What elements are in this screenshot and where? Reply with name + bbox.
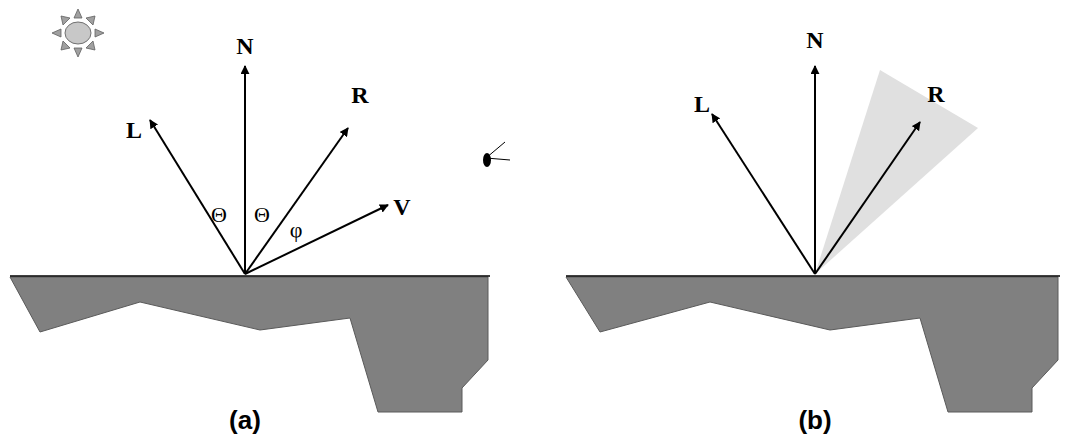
- surface-ground: [10, 277, 488, 412]
- vector-label: V: [393, 195, 410, 219]
- vector-label: L: [694, 92, 710, 116]
- light-source-icon: [52, 9, 104, 57]
- specular-lobe: [815, 70, 978, 274]
- panel-caption: (b): [798, 407, 831, 433]
- viewer-eye-icon: [483, 142, 510, 167]
- angle-label: φ: [290, 219, 303, 241]
- vector-label: L: [126, 118, 142, 142]
- panel-caption: (a): [229, 407, 261, 433]
- vector-label: R: [351, 83, 368, 107]
- angle-label: Θ: [254, 204, 270, 226]
- surface-line: [566, 275, 1060, 277]
- angle-label: Θ: [211, 204, 227, 226]
- vector-label: R: [927, 82, 944, 106]
- vector-label: N: [806, 28, 823, 52]
- surface-ground: [566, 277, 1058, 412]
- vector-arrows: [150, 66, 920, 274]
- surface-line: [10, 275, 490, 277]
- vector-label: N: [236, 34, 253, 58]
